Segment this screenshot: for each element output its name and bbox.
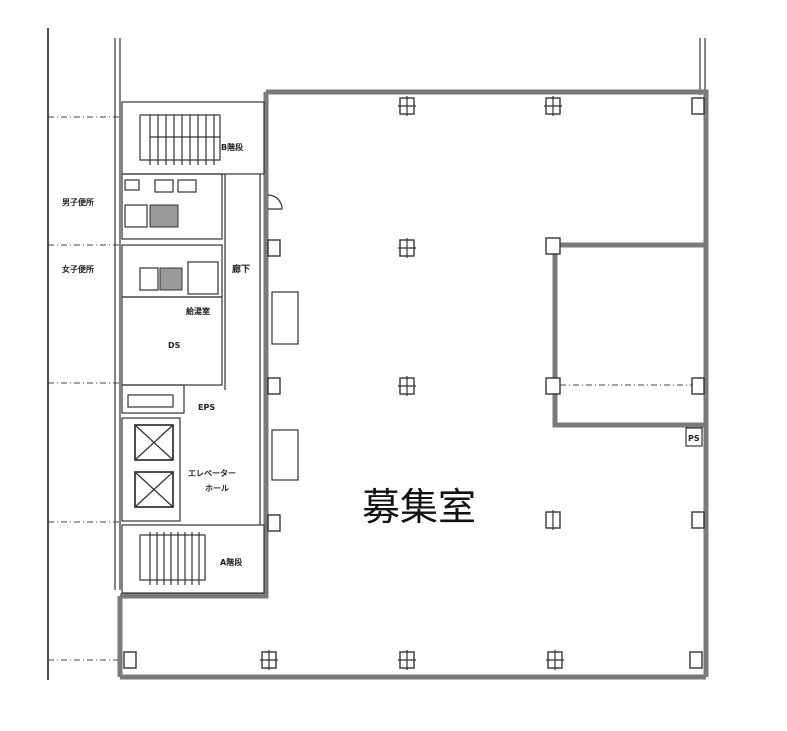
elevator-hall-label-2: ホール (205, 484, 229, 493)
stair-b: B階段 (139, 114, 243, 165)
shaft-small-label: PS (688, 434, 700, 443)
main-room-label: 募集室 (362, 485, 476, 529)
doors (267, 194, 299, 481)
toilets: 男子便所 女子便所 (62, 179, 219, 295)
core-structure (121, 101, 265, 594)
corridor-label: 廊下 (232, 263, 250, 275)
ds-label: DS (168, 341, 181, 350)
elevator-hall-label: エレベーター (188, 468, 236, 478)
stair-a: A階段 (139, 532, 242, 585)
kitchenette-label: 給湯室 (186, 306, 210, 316)
mens-toilet-label: 男子便所 (62, 197, 94, 207)
exterior-walls (117, 89, 709, 680)
shaft-small (685, 427, 703, 447)
womens-toilet-label: 女子便所 (62, 264, 94, 274)
inner-room: PS (552, 242, 706, 447)
site-boundary-lines (47, 28, 706, 680)
eps-label: EPS (198, 403, 215, 412)
stair-b-label: B階段 (221, 142, 243, 152)
elevators: エレベーター ホール (134, 424, 236, 508)
stair-a-label: A階段 (220, 557, 242, 567)
columns (123, 96, 705, 670)
eps-area: EPS (127, 394, 215, 412)
